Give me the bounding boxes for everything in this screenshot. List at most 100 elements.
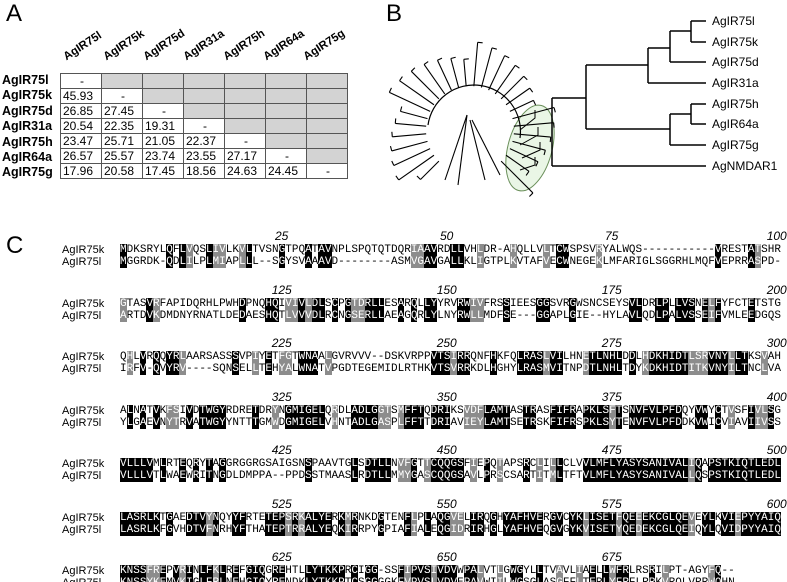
position-number: 375: [601, 389, 622, 404]
empty-cell: [306, 118, 348, 134]
empty-cell: [224, 118, 266, 134]
position-number: 25: [275, 229, 289, 243]
identity-cell: 25.57: [101, 148, 143, 164]
position-number: 325: [271, 389, 292, 404]
tree-branch: [519, 127, 539, 146]
tree-branch: [491, 47, 497, 50]
panel-label-a: A: [6, 0, 23, 27]
tree-branch: [488, 55, 506, 91]
tree-branch: [505, 87, 531, 106]
position-number: 475: [601, 443, 622, 457]
tree-branch: [480, 47, 493, 88]
tree-branch: [391, 140, 428, 152]
position-number: 275: [601, 336, 622, 350]
identity-cell: 18.56: [183, 163, 225, 179]
tree-branch: [416, 175, 421, 180]
identity-cell: 21.05: [142, 133, 184, 149]
identity-cell: 20.58: [101, 163, 143, 179]
tree-branch: [509, 148, 539, 163]
tree-branch: [500, 75, 525, 100]
tree-branch: [399, 80, 435, 106]
aligned-sequence: ARTDVKDMDNYRNATLDEDAESHQTLVVVDLRCNGSERLL…: [120, 309, 781, 322]
position-number: 425: [271, 443, 292, 457]
sequence-name: AgIR75k: [62, 244, 105, 256]
row-header: AgIR64a: [2, 150, 53, 164]
identity-cell: 17.45: [142, 163, 184, 179]
tree-branch: [423, 61, 429, 65]
position-number: 500: [766, 443, 787, 457]
sequence-name: AgIR75k: [62, 565, 105, 577]
tree-branch: [519, 157, 536, 171]
tree-branch: [523, 75, 528, 81]
tree-branch: [525, 170, 530, 176]
leaf-label: AgIR75d: [712, 55, 759, 69]
leaf-label: AgIR75k: [712, 35, 759, 49]
tree-branch: [473, 42, 479, 87]
tree-branch: [420, 160, 440, 180]
tree-branch: [389, 91, 431, 112]
leaf-label: AgIR64a: [712, 117, 759, 131]
tree-branch: [392, 133, 427, 138]
identity-cell: 22.37: [183, 133, 225, 149]
empty-cell: [142, 88, 184, 104]
tree-branch: [388, 87, 392, 93]
empty-cell: [306, 148, 348, 164]
sequence-name: AgIR75k: [62, 351, 105, 363]
position-number: 525: [271, 496, 292, 511]
position-number: 225: [271, 336, 292, 350]
aligned-sequence: LASRLKTGAEDTVYNQYYFRTETEPSRKALYERKMRNKDG…: [120, 511, 781, 524]
position-number: 600: [766, 496, 787, 511]
tree-branch: [399, 76, 403, 81]
position-number: 200: [766, 282, 787, 297]
aligned-sequence: MDKSRYLQFLVQSLIVLKVLTVSNGTPQATAVNPLSPQTQ…: [120, 244, 781, 256]
position-number: 625: [271, 550, 292, 564]
aligned-sequence: QHLVRQQYRLAARSASSSVPIYETFGTWNAALGVRVVV--…: [120, 351, 781, 363]
table-row: -: [60, 73, 348, 89]
position-number: 250: [436, 336, 457, 350]
row-header: AgIR75d: [2, 103, 53, 118]
tree-branch: [514, 64, 520, 69]
sequence-name: AgIR75k: [62, 458, 105, 470]
position-number: 575: [601, 496, 622, 511]
tree-branch: [529, 192, 534, 197]
row-header: AgIR75k: [2, 88, 53, 103]
tree-branch: [469, 119, 486, 181]
tree-branch: [399, 106, 403, 112]
position-number: 75: [605, 229, 619, 243]
position-number: 550: [436, 496, 457, 511]
aligned-sequence: KNSSFREPVRINLFKLREFGIQGREHTLLYTKKPRCIGG-…: [120, 565, 735, 577]
tree-branch: [393, 148, 431, 166]
tree-branch: [395, 122, 427, 127]
cladogram: [551, 20, 706, 167]
position-number: 300: [766, 336, 787, 350]
tree-branch: [513, 133, 551, 138]
tree-branch: [450, 56, 456, 60]
empty-cell: [101, 73, 143, 89]
tree-branch: [410, 67, 416, 72]
position-number: 450: [436, 443, 457, 457]
sequence-name: AgIR75l: [62, 577, 101, 582]
tree-branch: [437, 57, 443, 61]
position-number: 350: [436, 389, 457, 404]
tree-branch: [457, 114, 468, 186]
tree-branch: [444, 114, 468, 181]
position-number: 150: [436, 282, 457, 297]
tree-branch: [463, 59, 467, 87]
tree-branch: [513, 122, 554, 127]
aligned-sequence: YLGAEVNYTRVATWGYYNTTTGMWDGMIGELVHNTADLGA…: [120, 416, 781, 429]
empty-cell: [183, 103, 225, 119]
aligned-sequence: VLLLVMLRTEQRYTAGGRGGRGSAIGSNSPAAVTGLSDTL…: [120, 458, 781, 470]
position-number: 650: [436, 550, 457, 564]
row-header: AgIR31a: [2, 119, 53, 134]
tree-branch: [423, 64, 446, 95]
row-header: AgIR75l: [2, 73, 49, 87]
tree-branch: [529, 87, 534, 93]
position-number: 175: [601, 282, 622, 297]
tree-branch: [494, 64, 516, 95]
aligned-sequence: KNSSYKEMVKIGLFRLNEHGIQYRENDKLYTKKPTCSGGG…: [120, 577, 735, 582]
identity-cell: 24.63: [224, 163, 266, 179]
